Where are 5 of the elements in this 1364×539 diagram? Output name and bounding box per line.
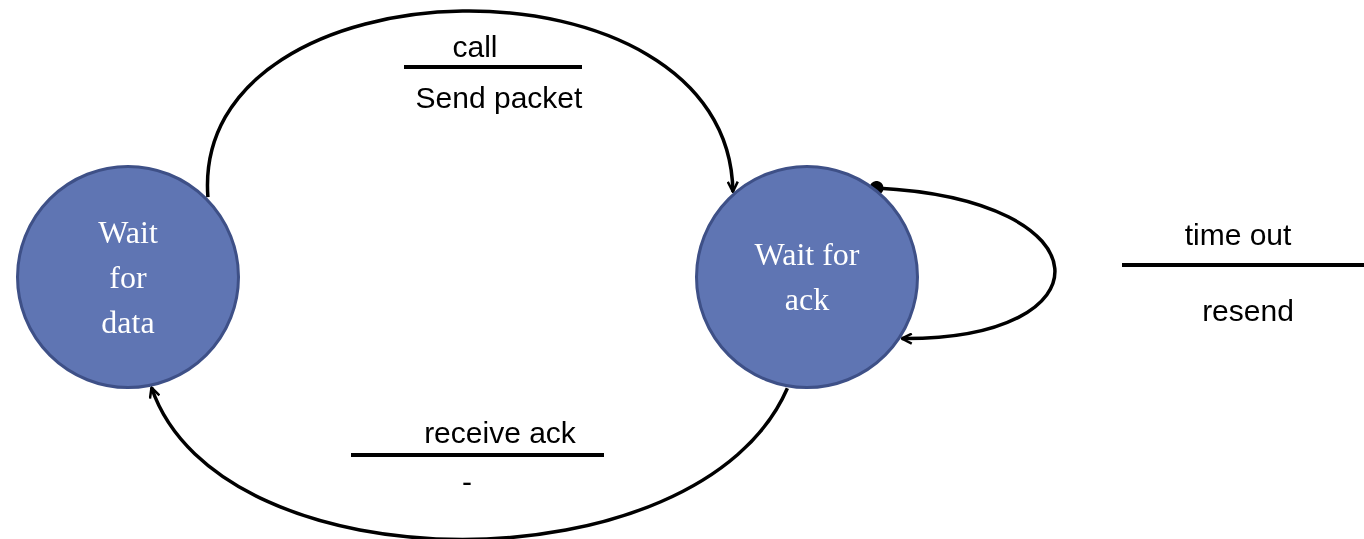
state-label: Wait for ack <box>753 235 861 319</box>
arrow <box>869 180 1057 345</box>
arrow <box>149 386 789 539</box>
state-label: Wait for data <box>97 212 159 342</box>
arrow <box>206 9 738 198</box>
